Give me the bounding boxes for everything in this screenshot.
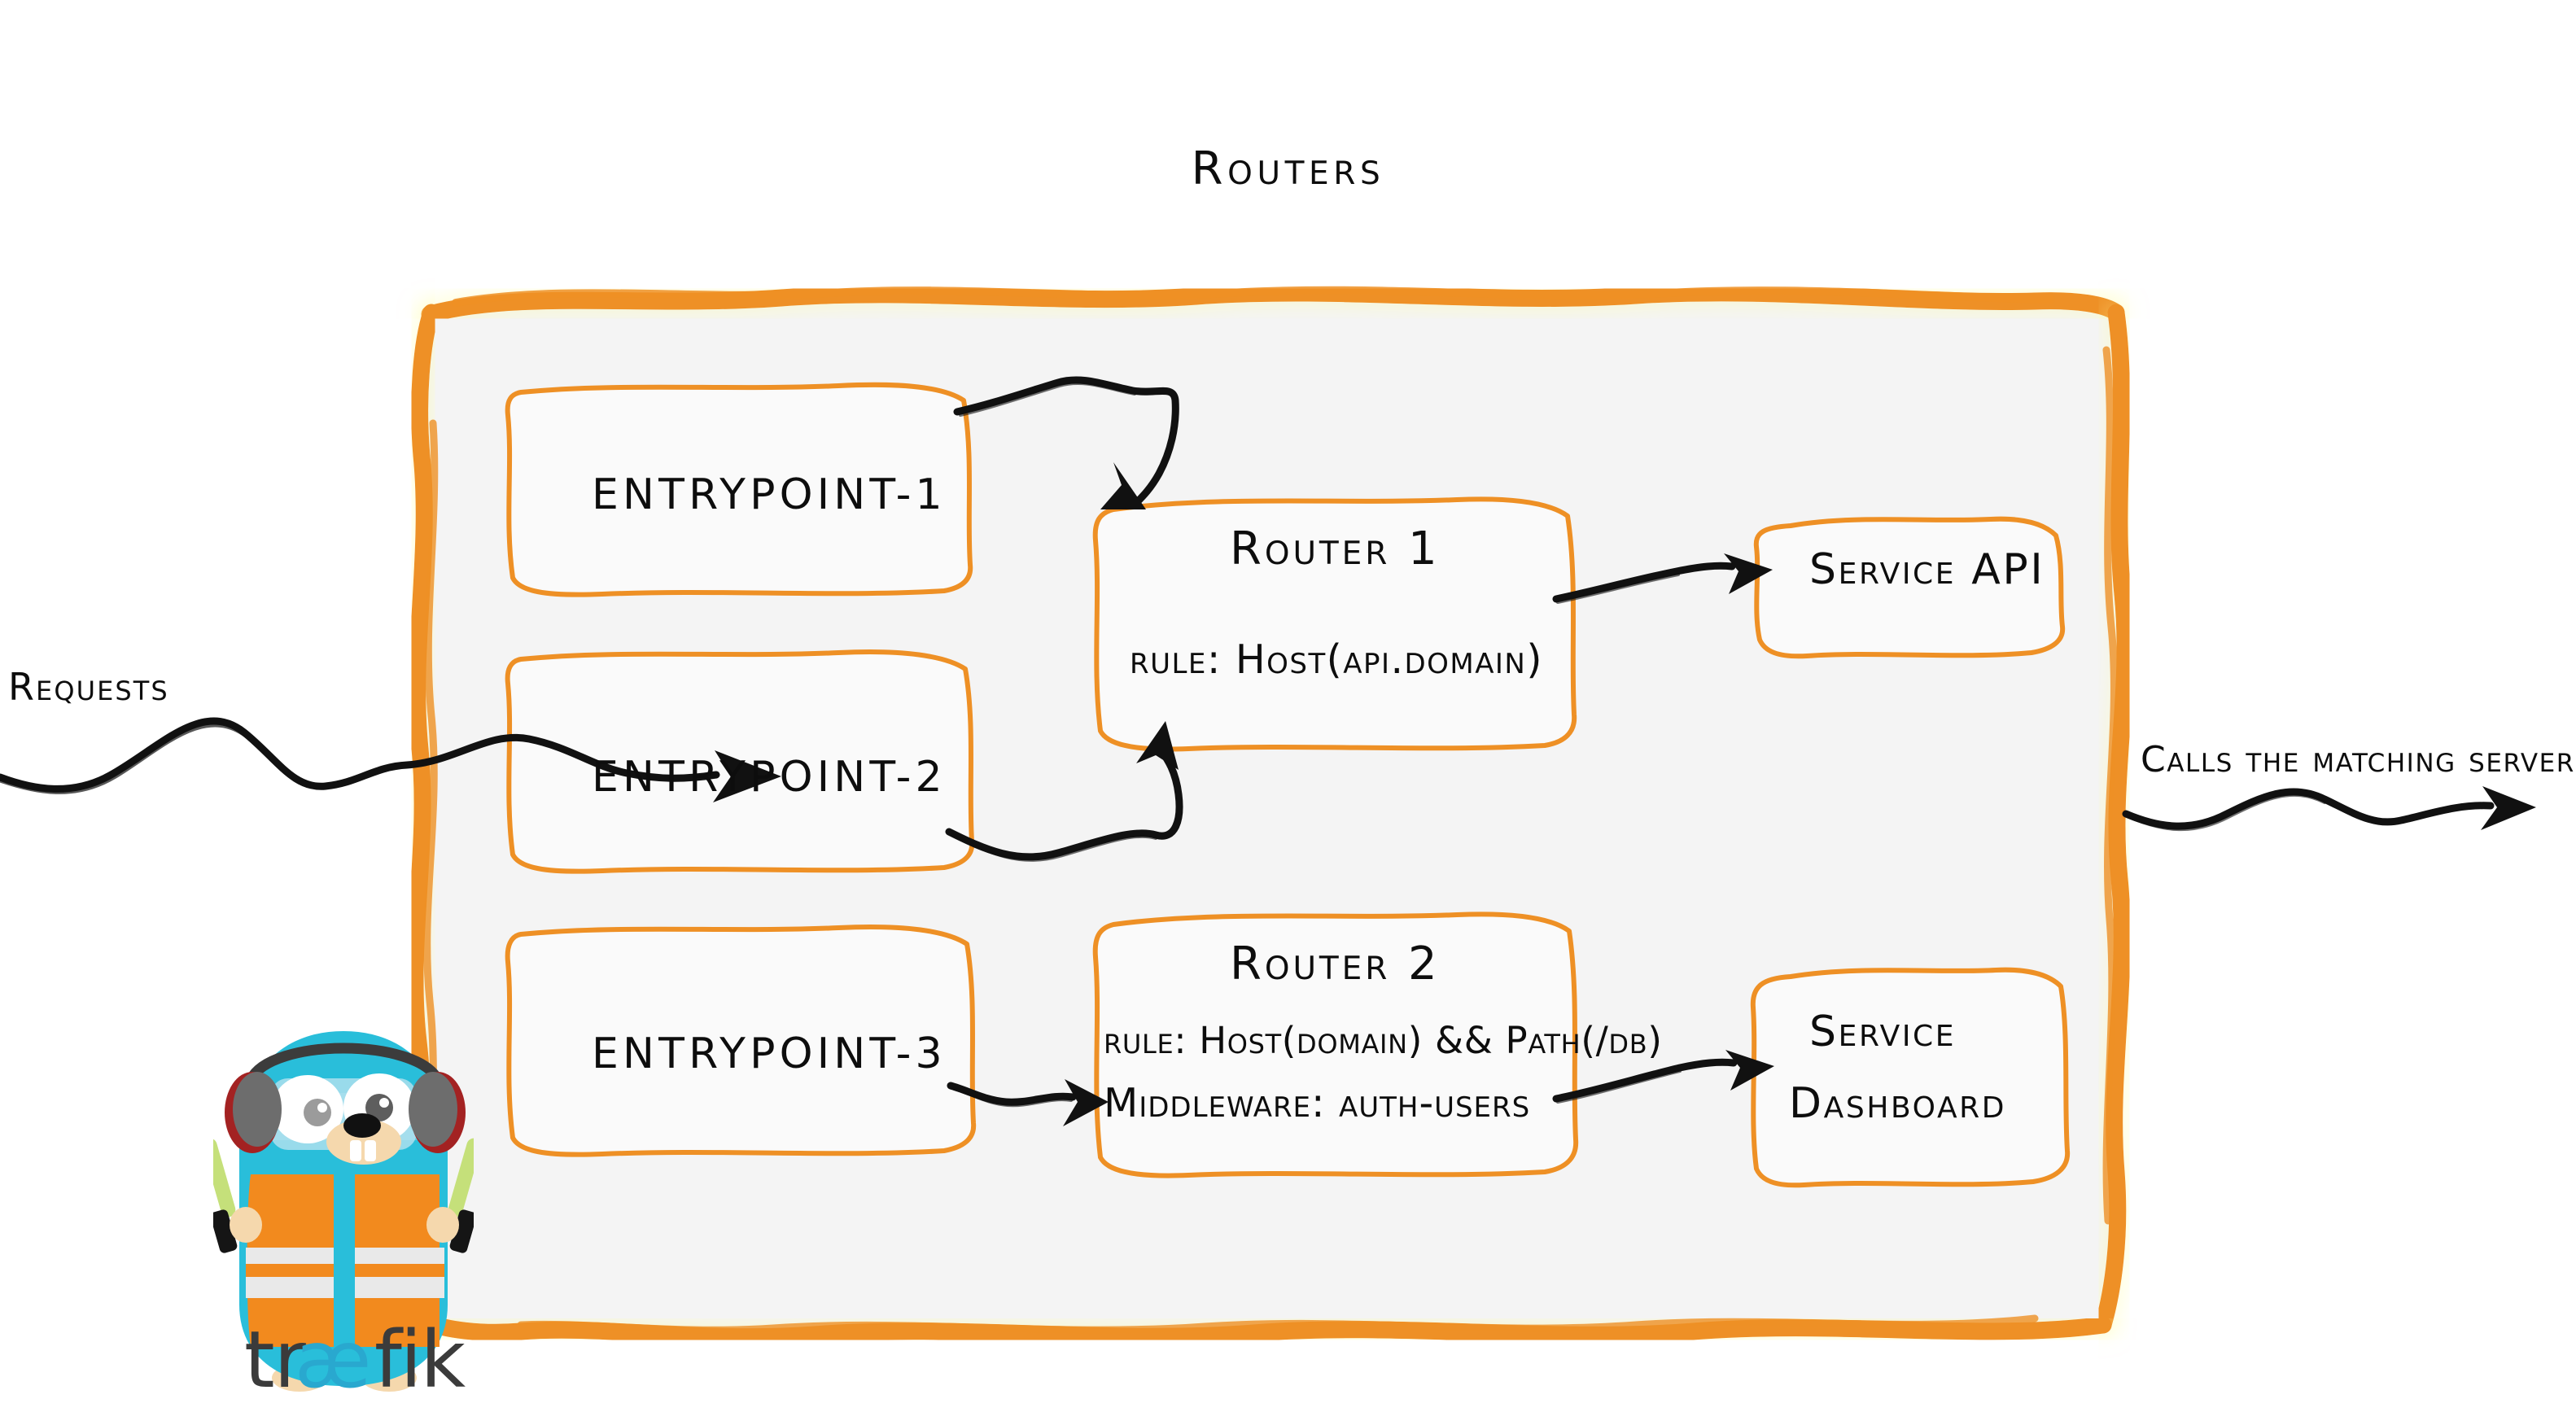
gopher-hand-left bbox=[230, 1207, 262, 1243]
panel-border-right bbox=[2094, 304, 2134, 1334]
marshalling-wand-right bbox=[448, 1138, 474, 1253]
panel-border-bottom bbox=[416, 1313, 2112, 1346]
calls-matching-server-label: Calls the matching server bbox=[2141, 739, 2575, 780]
entrypoint-3-label: entrypoint-3 bbox=[592, 1029, 947, 1078]
entrypoint-1-label: entrypoint-1 bbox=[592, 470, 947, 519]
wordmark-ae: æ bbox=[295, 1317, 371, 1405]
router-1-title: Router 1 bbox=[1230, 522, 1441, 575]
arrow-ep3-router2 bbox=[947, 1079, 1109, 1126]
router-2-rule: rule: Host(domain) && Path(/db) bbox=[1104, 1019, 1663, 1062]
gopher-eye-glint-left bbox=[317, 1103, 327, 1113]
page-title: Routers bbox=[0, 142, 2576, 195]
gopher-hand-right bbox=[426, 1207, 459, 1243]
wordmark-tr: tr bbox=[244, 1317, 307, 1405]
arrow-calls-out bbox=[2122, 786, 2536, 832]
gopher-eye-glint-right bbox=[379, 1098, 389, 1108]
routers-panel-fill bbox=[418, 294, 2123, 1332]
panel-border-top-2 bbox=[452, 286, 2055, 307]
gopher-stripe-right-b bbox=[355, 1264, 444, 1277]
gopher-tooth-left bbox=[350, 1140, 361, 1161]
gopher-vest-gap bbox=[334, 1174, 355, 1347]
requests-label: Requests bbox=[8, 665, 169, 709]
panel-border-bottom-2 bbox=[517, 1314, 2039, 1334]
page-title-text: Routers bbox=[1191, 142, 1385, 195]
service-dashboard-label-line2: Dashboard bbox=[1789, 1079, 2007, 1128]
router-2-middleware: Middleware: auth-users bbox=[1104, 1080, 1531, 1126]
service-api-label: Service API bbox=[1809, 545, 2045, 594]
service-dashboard-label-line1: Service bbox=[1809, 1008, 1957, 1056]
panel-border-right-2 bbox=[2102, 346, 2118, 1225]
gopher-headphone-cup-right bbox=[409, 1072, 466, 1153]
arrow-ep2-router1 bbox=[945, 721, 1183, 862]
arrow-router1-service-api bbox=[1552, 553, 1773, 604]
gopher-headphone-cup-left bbox=[225, 1072, 282, 1153]
gopher-nose bbox=[343, 1113, 381, 1138]
marshalling-wand-left bbox=[213, 1138, 238, 1253]
routers-panel bbox=[406, 284, 2134, 1346]
gopher-headphone-band bbox=[245, 1043, 444, 1086]
entrypoint-2-label: entrypoint-2 bbox=[592, 753, 947, 802]
router-1-rule: rule: Host(api.domain) bbox=[1130, 636, 1543, 683]
service-dashboard-box[interactable] bbox=[1750, 967, 2071, 1188]
wordmark-fik: fik bbox=[374, 1317, 466, 1405]
gopher-stripe-left-b bbox=[246, 1264, 334, 1277]
gopher-tooth-right bbox=[365, 1140, 376, 1161]
router-2-title: Router 2 bbox=[1230, 938, 1441, 990]
gopher-pupil-left bbox=[304, 1099, 331, 1126]
traefik-wordmark: tr æ fik bbox=[244, 1317, 467, 1405]
panel-border-top bbox=[421, 284, 2125, 323]
traefik-gopher-mascot bbox=[213, 1031, 474, 1392]
arrow-ep1-router1 bbox=[953, 376, 1179, 509]
